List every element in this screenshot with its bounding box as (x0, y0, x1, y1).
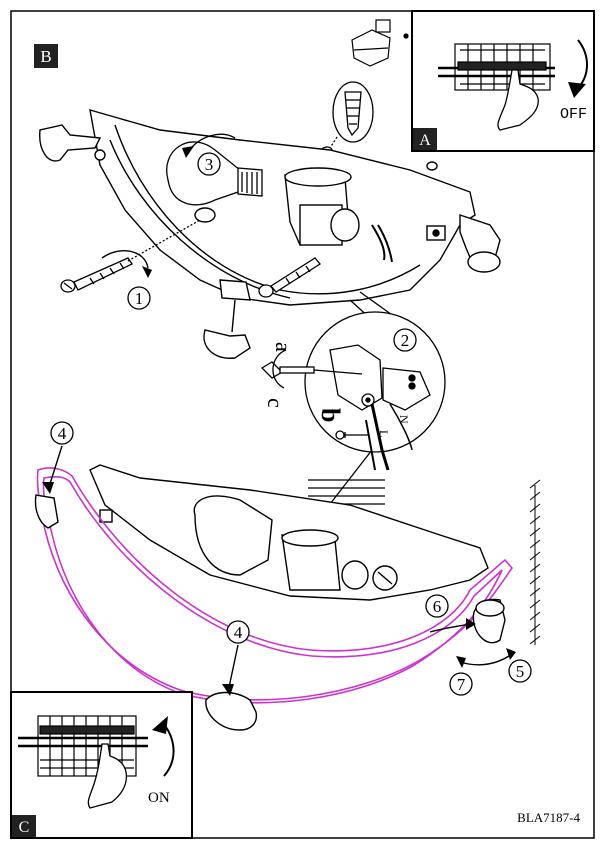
wire-label-b: b (316, 408, 345, 422)
terminal-label-n: N (397, 415, 411, 424)
svg-text:6: 6 (433, 597, 442, 616)
hand-icon (497, 69, 539, 131)
svg-text:7: 7 (457, 675, 466, 694)
lamp-base-bottom (89, 464, 489, 601)
panel-b-badge: B (34, 44, 58, 68)
screwdriver-turn-arrow-icon (272, 349, 287, 389)
svg-text:3: 3 (205, 155, 214, 174)
on-label: ON (148, 790, 170, 806)
breaker-panel-icon (18, 715, 148, 777)
step-1-marker: 1 (127, 286, 151, 310)
wall-hatching (529, 479, 541, 645)
outer-frame (10, 10, 595, 839)
clip-bottom-icon (205, 691, 258, 731)
step-5-marker: 5 (508, 659, 532, 683)
step-4-pointer-head (42, 482, 54, 494)
step-7-marker: 7 (449, 672, 473, 696)
document-code: BLA7187-4 (517, 810, 580, 825)
wire-label-c: c (263, 398, 288, 408)
svg-text:2: 2 (401, 331, 410, 350)
step-4b-marker: 4 (226, 620, 250, 644)
wall-plug-icon (321, 81, 374, 154)
svg-text:4: 4 (58, 424, 67, 443)
step-4b-pointer-head (222, 684, 234, 696)
screw-icon (258, 257, 321, 298)
svg-text:5: 5 (516, 662, 525, 681)
step-6-marker: 6 (425, 594, 449, 618)
step-4-marker: 4 (50, 421, 74, 445)
panel-c-breaker-on: C ON (10, 691, 193, 839)
terminal-label-l: L (377, 430, 391, 437)
screwdriver-icon (260, 361, 363, 379)
screw-icon (60, 219, 201, 293)
off-label: OFF (560, 106, 587, 123)
wire-label-a: a (271, 342, 296, 352)
breaker-panel-icon (438, 43, 555, 91)
clip-left-icon (34, 494, 59, 529)
svg-text:1: 1 (135, 289, 144, 308)
panel-a-breaker-off: A OFF (411, 10, 595, 152)
step-2-marker: 2 (393, 328, 417, 352)
rotate-clip-arrow-icon (459, 653, 513, 666)
clip-right-icon (472, 598, 506, 644)
screw-rotation-arrow-icon (101, 250, 149, 269)
hand-icon (87, 743, 128, 809)
small-lampholder-icon (351, 19, 409, 67)
wiring-zoom-circle (304, 291, 446, 471)
svg-text:4: 4 (234, 623, 243, 642)
panel-a-badge: A (419, 132, 431, 149)
step-3-marker: 3 (197, 152, 221, 176)
panel-c-badge: C (19, 819, 30, 836)
svg-text:B: B (40, 47, 51, 66)
